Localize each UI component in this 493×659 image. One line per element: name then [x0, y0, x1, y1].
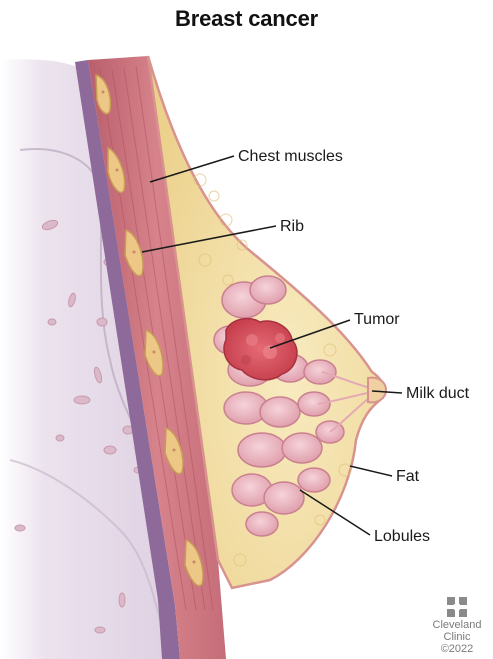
- fat-label: Fat: [396, 468, 420, 485]
- nipple: [368, 378, 386, 403]
- lobules-label: Lobules: [374, 528, 430, 545]
- brand-year: ©2022: [426, 643, 488, 655]
- rib-label: Rib: [280, 218, 304, 235]
- brand-line2: Clinic: [426, 631, 488, 643]
- diagram-title: Breast cancer: [0, 6, 493, 32]
- brand-line1: Cleveland: [426, 619, 488, 631]
- tumor-label: Tumor: [354, 311, 400, 328]
- fat-callout-line: [350, 466, 392, 476]
- milk-duct-label: Milk duct: [406, 385, 470, 402]
- chest-muscles-label: Chest muscles: [238, 148, 343, 165]
- cleveland-clinic-brand: Cleveland Clinic ©2022: [426, 597, 488, 655]
- cleveland-clinic-logo-icon: [447, 597, 467, 617]
